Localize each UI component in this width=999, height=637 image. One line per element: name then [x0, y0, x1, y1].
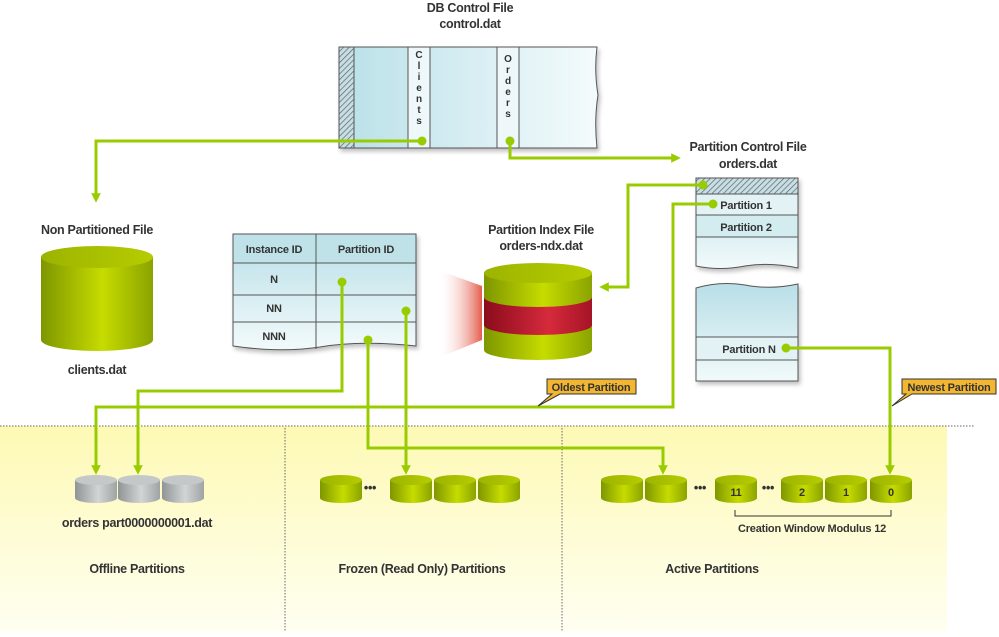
index-table-header — [232, 233, 417, 264]
control-file-column-orders — [496, 46, 520, 149]
partition-index-file: Partition Index File orders-ndx.dat — [438, 223, 595, 360]
connector-row-n-to-offline — [133, 282, 344, 475]
connectors — [91, 139, 895, 475]
partition-index-filename: orders-ndx.dat — [499, 239, 583, 253]
active-partitions-label: Active Partitions — [665, 562, 759, 576]
callout-newest-partition: Newest Partition — [891, 378, 997, 407]
partition-control-bottom-section — [695, 283, 799, 382]
active-partition-cylinder-numbered: 0 — [870, 475, 912, 503]
partition-number: 1 — [843, 487, 849, 499]
frozen-partition-cylinder — [478, 475, 520, 503]
control-file-header-hatch — [338, 46, 355, 149]
connector-control-to-index — [599, 183, 703, 292]
connector-orders-to-partition-control — [508, 141, 681, 163]
partition-row-n: Partition N — [722, 344, 776, 356]
connector-partition1-to-oldest — [91, 202, 713, 475]
active-partition-cylinder — [601, 475, 643, 503]
connector-partition-n-to-newest — [786, 346, 895, 475]
partition-control-filename: orders.dat — [719, 157, 778, 171]
partition-cylinders: 11 2 1 0 — [75, 475, 912, 503]
index-table-row-instance: N — [270, 274, 278, 286]
clients-cylinder — [41, 246, 153, 351]
index-table-header-instance-id: Instance ID — [246, 244, 303, 256]
offline-partitions-label: Offline Partitions — [89, 562, 185, 576]
partition-index-file-title: Partition Index File — [488, 223, 594, 237]
offline-partition-cylinder — [118, 475, 160, 503]
connector-dots — [337, 136, 791, 353]
index-table-header-partition-id: Partition ID — [338, 244, 395, 256]
connector-clients-to-file — [91, 139, 422, 203]
connector-row-nnn-to-active — [366, 340, 668, 475]
partition-row-1: Partition 1 — [720, 200, 772, 212]
offline-partition-cylinder — [162, 475, 204, 503]
frozen-partitions-label: Frozen (Read Only) Partitions — [338, 562, 505, 576]
offline-file-label: orders part0000000001.dat — [62, 516, 213, 530]
partition-number: 11 — [730, 487, 741, 499]
control-file-column-clients — [407, 46, 431, 149]
non-partitioned-file-title: Non Partitioned File — [41, 223, 153, 237]
active-partition-cylinder-numbered: 2 — [781, 475, 823, 503]
zone-background — [0, 426, 947, 632]
frozen-partition-cylinder — [390, 475, 432, 503]
active-partition-cylinder-numbered: 11 — [715, 475, 757, 503]
creation-window-label: Creation Window Modulus 12 — [738, 523, 886, 535]
partitions-zone — [0, 425, 975, 632]
callout-oldest-label: Oldest Partition — [552, 382, 631, 394]
partition-row-2: Partition 2 — [720, 222, 772, 234]
non-partitioned-file: Non Partitioned File clients.dat — [41, 223, 154, 377]
active-partition-cylinder-numbered: 1 — [825, 475, 867, 503]
db-control-file-filename: control.dat — [439, 17, 501, 31]
partition-control-hatch — [695, 177, 799, 195]
creation-window-bracket — [734, 510, 892, 517]
frozen-partition-cylinder — [434, 475, 476, 503]
partition-number: 0 — [888, 487, 894, 499]
partition-control-file-title: Partition Control File — [689, 140, 806, 154]
active-ellipsis-1: ••• — [694, 481, 706, 495]
frozen-ellipsis: ••• — [364, 481, 376, 495]
active-partition-cylinder — [645, 475, 687, 503]
callout-oldest-partition: Oldest Partition — [537, 378, 637, 407]
active-ellipsis-2: ••• — [762, 481, 774, 495]
non-partitioned-filename: clients.dat — [68, 363, 128, 377]
partition-number: 2 — [799, 487, 805, 499]
partition-control-file: Partition Control File orders.dat Partit… — [689, 140, 807, 382]
index-red-band — [484, 297, 592, 335]
offline-partition-cylinder — [75, 475, 117, 503]
frozen-partition-cylinder — [320, 475, 362, 503]
index-table: Instance ID Partition ID N NN NNN — [232, 233, 417, 351]
callout-newest-label: Newest Partition — [908, 382, 991, 394]
index-cylinder — [484, 263, 592, 360]
index-lookup-beam — [438, 270, 482, 358]
db-control-file-title: DB Control File — [427, 1, 514, 15]
control-file-body — [338, 46, 599, 149]
index-table-row-instance: NN — [266, 303, 282, 315]
index-table-row-instance: NNN — [262, 331, 285, 343]
